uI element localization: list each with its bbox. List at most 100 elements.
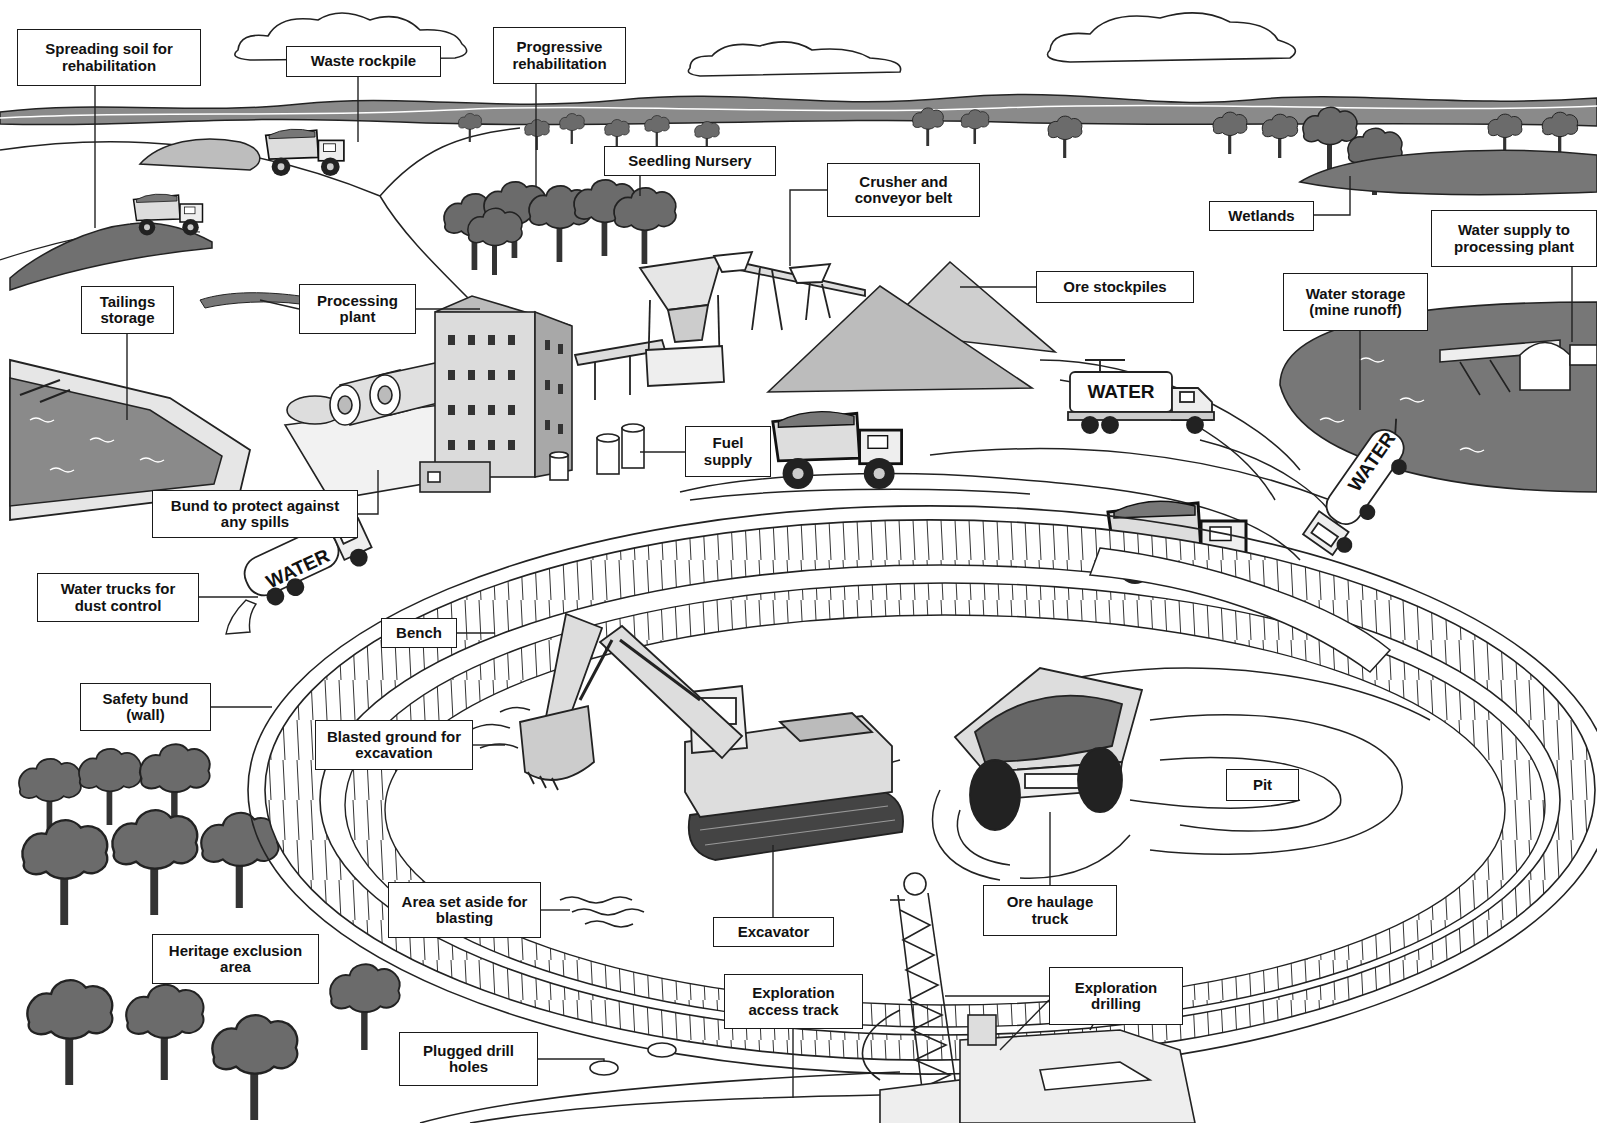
exploration-area [863,1010,900,1080]
water-truck [1082,417,1098,433]
processing-plant [338,396,352,414]
leader-lines [541,909,570,910]
crusher-conveyor [752,268,760,330]
leader-lines [1359,331,1360,410]
exploration-area [904,873,926,895]
callout-text: Fuel supply [692,435,764,468]
processing-plant [508,405,515,415]
processing-plant [448,335,455,345]
processing-plant [378,386,392,404]
water-truck [1358,502,1377,521]
callout-text: Crusher and conveyor belt [834,174,973,207]
wetlands [1300,150,1597,194]
callout-text: Processing plant [306,293,409,326]
callout-text: Exploration access track [731,985,856,1018]
callout-box: Tailings storage [81,286,174,334]
tailings-storage [200,293,300,308]
exploration-area [900,910,950,1090]
callout-text: Heritage exclusion area [159,943,312,976]
tailings-storage [20,380,70,402]
tree-clusters [22,820,107,925]
callout-box: Water trucks for dust control [37,573,199,622]
callout-box: Safety bund (wall) [80,683,211,731]
callout-text: Ore stockpiles [1063,279,1166,296]
excavator [780,713,872,741]
callout-text: Progressive rehabilitation [500,39,619,72]
leader-lines [640,451,685,452]
tree-clusters [79,749,141,825]
exploration-area [590,1061,618,1075]
leader-lines [199,596,258,597]
water-truck [1187,417,1203,433]
callout-box: Processing plant [299,284,416,334]
callout-text: Bund to protect against any spills [159,498,351,531]
exploration-area [1040,1062,1150,1090]
callout-box: Exploration access track [724,974,863,1029]
crusher-conveyor [646,346,724,386]
rehabilitation-area [134,194,203,235]
tree-clusters [1213,112,1247,154]
excavator [520,706,594,780]
excavator [580,640,612,700]
callout-box: Plugged drill holes [399,1032,538,1086]
tree-clusters [645,116,670,146]
callout-text: Ore haulage truck [990,894,1110,927]
water-truck [1389,419,1403,434]
callout-text: Bench [396,625,442,642]
exploration-area [898,895,924,1105]
leader-lines [639,175,640,196]
haul-truck [1025,774,1085,788]
processing-plant [468,405,475,415]
open-pit [1020,835,1130,878]
processing-plant [508,335,515,345]
tree-clusters [614,188,676,264]
callout-box: Heritage exclusion area [152,934,319,984]
tree-clusters [961,110,989,144]
callout-box: Water storage (mine runoff) [1283,273,1428,331]
crusher-conveyor [790,264,830,283]
water-storage [1520,343,1570,391]
leader-lines [790,190,827,266]
processing-plant [550,452,568,458]
open-pit [1150,715,1402,855]
crusher-conveyor [822,284,830,318]
horizon-hills [380,128,520,196]
processing-plant [448,335,563,450]
processing-plant [468,370,475,380]
haul-roads [930,449,1330,500]
callout-text: Seedling Nursery [628,153,751,170]
processing-plant [597,434,619,442]
truck-label: WATER [1087,381,1154,403]
excavator [620,640,700,700]
water-truck [1311,523,1338,547]
tailings-storage [10,378,222,506]
callout-text: Tailings storage [88,294,167,327]
exploration-area [880,1080,960,1123]
water-truck [1085,359,1125,361]
callout-box: Crusher and conveyor belt [827,163,980,217]
tailings-storage [30,418,164,472]
tree-clusters [525,120,550,150]
processing-plant [508,440,515,450]
leader-lines [416,308,480,309]
open-pit [1130,800,1300,808]
processing-plant [370,375,400,415]
callout-box: Fuel supply [685,426,771,477]
sky-clouds [688,42,900,76]
leader-lines [95,76,1572,1098]
open-pit [265,520,1595,1060]
water-storage [1570,345,1597,365]
tree-clusters [212,1015,297,1120]
callout-text: Blasted ground for excavation [322,729,466,762]
exploration-area [648,1043,676,1057]
callout-box: Bench [381,618,457,648]
water-truck [1335,535,1354,554]
leader-lines [772,845,773,917]
callout-box: Waste rockpile [286,46,441,77]
processing-plant [545,420,550,430]
tree-clusters [913,108,944,146]
crusher-conveyor [806,282,810,320]
water-truck [1180,392,1194,402]
crusher-conveyor [772,270,782,330]
callout-text: Exploration drilling [1056,980,1176,1013]
